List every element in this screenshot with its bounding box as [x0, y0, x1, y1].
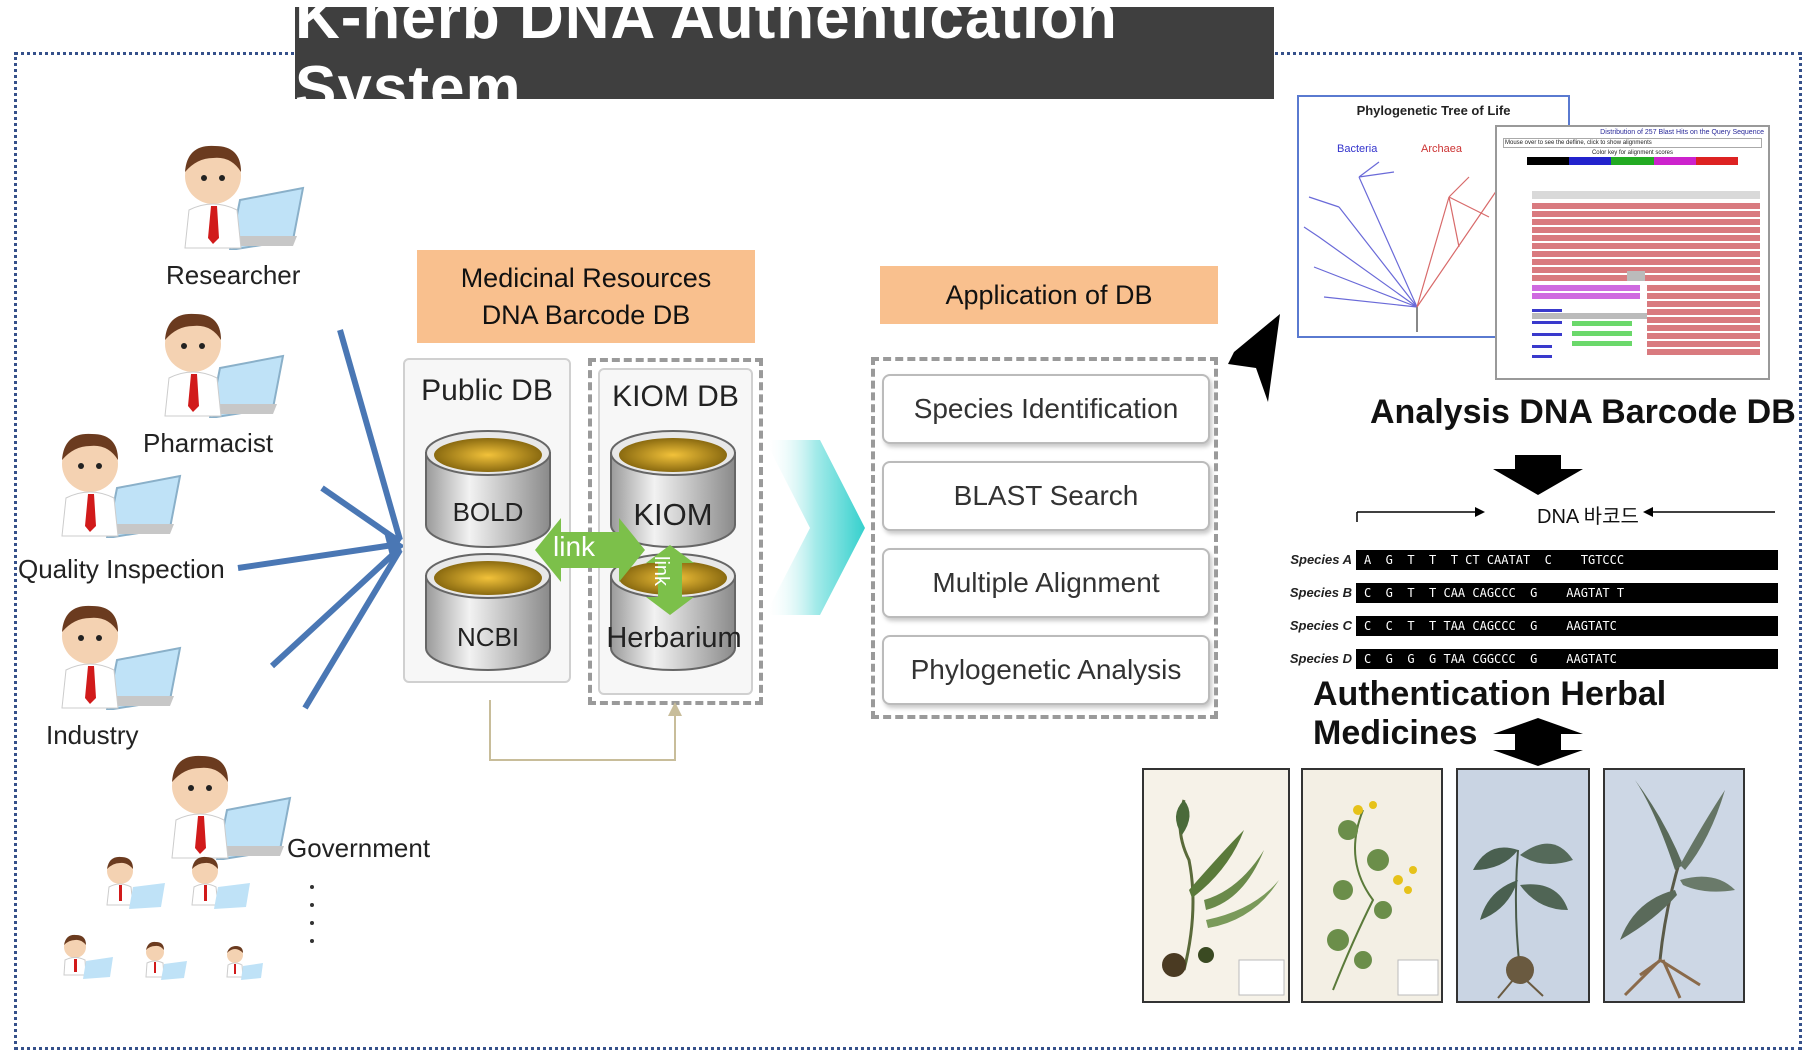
alignment-row-a: Species A A G T T T CT CAATAT C TGTCCC [1280, 543, 1778, 576]
species-c-sequence: C C T T TAA CAGCCC G AAGTATC [1356, 615, 1778, 636]
specimen-4-image [1620, 780, 1735, 999]
kiom-db-label: KIOM [633, 497, 713, 532]
small-user-2 [191, 856, 250, 909]
link-horizontal-label: link [553, 531, 596, 562]
more-users-dots [310, 885, 316, 943]
barcode-db-heading-line1: Medicinal Resources [460, 263, 712, 294]
bacteria-label: Bacteria [1337, 143, 1378, 155]
arrow-head [384, 532, 405, 556]
phylo-tree-graphic [1303, 161, 1530, 332]
db-connector [489, 700, 682, 761]
blast-hint: Mouse over to see the defline, click to … [1503, 138, 1762, 148]
double-arrow [1493, 718, 1583, 766]
link-arrow-horizontal [535, 518, 645, 582]
app-item-phylogenetic-analysis[interactable]: Phylogenetic Analysis [882, 635, 1210, 705]
alignment-table: Species A A G T T T CT CAATAT C TGTCCC S… [1280, 543, 1778, 675]
species-b-sequence: C G T T CAA CAGCCC G AAGTAT T [1356, 582, 1778, 603]
specimen-1-image [1162, 799, 1285, 996]
archaea-label: Archaea [1421, 143, 1462, 155]
herbarium-db-label: Herbarium [606, 622, 742, 654]
species-a-name: Species A [1290, 552, 1352, 567]
ncbi-db-cylinder [425, 553, 551, 671]
label-quality-inspection: Quality Inspection [18, 554, 225, 584]
page-title-text: K-herb DNA Authentication System [295, 0, 1118, 123]
arrow-line-3 [237, 541, 401, 571]
quality-inspection-avatar [61, 433, 182, 538]
arrow-line-1 [337, 329, 403, 541]
app-item-species-identification[interactable]: Species Identification [882, 374, 1210, 444]
herbarium-specimen-1 [1142, 768, 1290, 1003]
label-researcher: Researcher [166, 260, 301, 290]
alignment-row-b: Species B C G T T CAA CAGCCC G AAGTAT T [1280, 576, 1778, 609]
small-user-3 [63, 934, 113, 979]
link-vertical-label: link [650, 556, 672, 587]
color-key-label: Color key for alignment scores [1591, 150, 1674, 156]
analysis-db-label: Analysis DNA Barcode DB [1370, 393, 1796, 431]
industry-avatar [61, 605, 182, 710]
color-key-bar [1527, 157, 1739, 165]
species-a-sequence: A G T T T CT CAATAT C TGTCCC [1356, 549, 1778, 570]
bold-db-label: BOLD [452, 497, 524, 527]
app-item-multiple-alignment[interactable]: Multiple Alignment [882, 548, 1210, 618]
herbarium-specimen-3 [1456, 768, 1590, 1003]
application-heading: Application of DB [880, 266, 1218, 324]
dna-barcode-header: DNA 바코드 [1537, 506, 1639, 528]
barcode-db-heading-line2: DNA Barcode DB [481, 299, 691, 330]
label-industry: Industry [46, 720, 139, 750]
small-user-1 [106, 856, 165, 909]
dna-barcode-span-arrows [1356, 507, 1775, 522]
pharmacist-avatar [164, 313, 285, 418]
species-c-name: Species C [1289, 618, 1352, 633]
herbarium-specimen-4 [1603, 768, 1745, 1003]
kiom-db-cylinder [610, 430, 736, 548]
ncbi-db-label: NCBI [456, 622, 520, 652]
researcher-avatar [184, 145, 305, 250]
label-government: Government [287, 833, 431, 863]
species-b-name: Species B [1289, 585, 1352, 600]
herbarium-db-cylinder [610, 553, 736, 671]
alignment-row-c: Species C C C T T TAA CAGCCC G AAGTATC [1280, 609, 1778, 642]
arrow-line-2 [320, 485, 402, 545]
black-arrow-to-analysis [1228, 314, 1280, 402]
public-db-title: Public DB [421, 374, 553, 407]
specimen-2-image [1327, 801, 1439, 996]
species-d-sequence: C G G G TAA CGGCCC G AAGTATC [1356, 648, 1778, 669]
page-title: K-herb DNA Authentication System [295, 0, 1274, 123]
small-users-group [63, 856, 263, 980]
app-item-blast-search[interactable]: BLAST Search [882, 461, 1210, 531]
small-user-4 [145, 941, 187, 980]
alignment-row-d: Species D C G G G TAA CGGCCC G AAGTATC [1280, 642, 1778, 675]
government-avatar [171, 755, 292, 860]
teal-flow-arrow [765, 440, 865, 615]
user-arrows [237, 329, 405, 710]
label-pharmacist: Pharmacist [143, 428, 274, 458]
kiom-db-title: KIOM DB [612, 380, 739, 413]
down-arrow [1493, 455, 1583, 495]
phylo-tree-title: Phylogenetic Tree of Life [1356, 103, 1511, 118]
application-list [871, 357, 1218, 719]
application-heading-text: Application of DB [945, 279, 1153, 310]
herbarium-specimen-2 [1301, 768, 1443, 1003]
species-d-name: Species D [1289, 651, 1352, 666]
specimen-3-image [1473, 843, 1573, 999]
arrow-line-4 [269, 545, 403, 669]
blast-hit-bars [1532, 191, 1760, 358]
blast-hits-window: Distribution of 257 Blast Hits on the Qu… [1495, 125, 1770, 380]
small-user-5 [226, 946, 263, 980]
blast-title: Distribution of 257 Blast Hits on the Qu… [1600, 129, 1764, 136]
bold-db-cylinder [425, 430, 551, 548]
arrow-line-5 [302, 548, 403, 710]
authentication-label: Authentication Herbal Medicines [1313, 675, 1667, 752]
link-arrow-vertical [646, 545, 694, 615]
